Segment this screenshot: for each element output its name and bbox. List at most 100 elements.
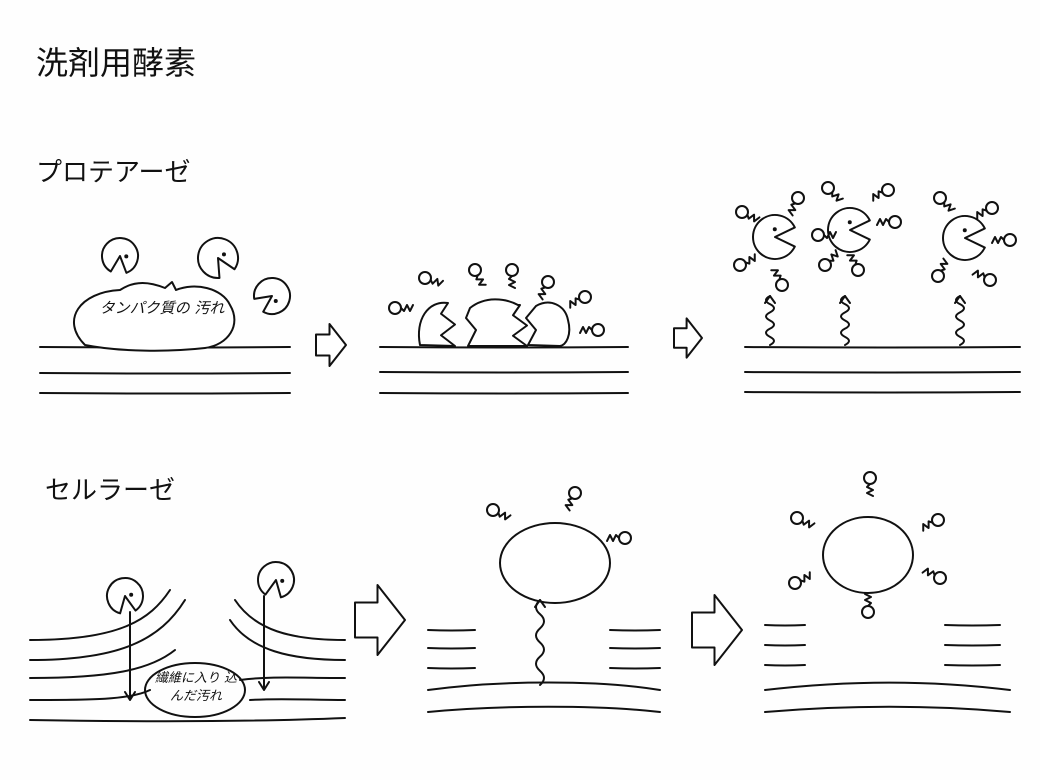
protein-stain-label: タンパク質の 汚れ: [99, 299, 225, 317]
fragment-icon: [733, 258, 747, 272]
fiber-line: [744, 371, 1021, 374]
squiggle-tail: [497, 511, 512, 521]
fragment-icon: [983, 273, 997, 287]
fiber-line: [427, 667, 476, 670]
fiber-line: [29, 717, 346, 723]
fragment-icon: [775, 278, 789, 292]
squiggle-tail: [564, 497, 574, 512]
enzyme-eye-icon: [772, 227, 777, 232]
enzyme-eye-icon: [124, 254, 129, 259]
squiggle-tail: [976, 208, 988, 220]
arrowhead-icon: [764, 295, 776, 304]
enzyme-icon: [752, 214, 796, 260]
squiggle-tail: [606, 534, 620, 542]
enzyme-icon: [106, 577, 144, 615]
fiber-line: [239, 676, 346, 681]
enzyme-eye-icon: [280, 578, 285, 583]
fiber-line: [39, 392, 291, 395]
fragment-icon: [788, 576, 802, 590]
stain-ellipse: [822, 516, 914, 594]
fiber-stain-ellipse: [144, 662, 246, 718]
fragment-icon: [791, 191, 805, 205]
fragment-icon: [933, 191, 947, 205]
wavy-arrow: [535, 599, 545, 686]
squiggle-tail: [921, 567, 936, 577]
squiggle-tail: [876, 218, 890, 226]
fragment-icon: [486, 503, 500, 517]
fragment-icon: [931, 269, 945, 283]
fragment-icon: [418, 271, 432, 285]
fiber-line: [609, 647, 661, 650]
fragment-icon: [505, 263, 519, 277]
enzyme-icon: [257, 561, 295, 599]
next-step-arrow-icon: [691, 594, 743, 666]
cellulase-heading: セルラーゼ: [45, 476, 176, 506]
fragment-icon: [931, 513, 945, 527]
enzyme-eye-icon: [129, 592, 134, 597]
squiggle-tail: [770, 269, 782, 281]
wavy-arrow: [840, 295, 850, 346]
protein-stain-blob: [73, 281, 236, 352]
squiggle-tail: [939, 257, 949, 272]
fragment-icon: [933, 571, 947, 585]
fiber-line: [744, 391, 1021, 394]
squiggle-tail: [823, 231, 837, 239]
fiber-line: [764, 705, 1011, 713]
fragment-icon: [388, 301, 402, 315]
protein-fragment: [465, 298, 528, 347]
fiber-line: [379, 346, 629, 349]
fragment-icon: [811, 228, 825, 242]
squiggle-tail: [801, 519, 816, 529]
enzyme-eye-icon: [221, 252, 226, 257]
enzyme-eye-icon: [962, 228, 967, 233]
fragment-icon: [818, 258, 832, 272]
fragment-icon: [568, 486, 582, 500]
fiber-line: [944, 624, 1001, 627]
fiber-line: [609, 667, 661, 670]
fiber-line: [744, 346, 1021, 349]
squiggle-tail: [579, 326, 593, 334]
fiber-line: [764, 644, 806, 647]
fiber-line: [609, 629, 661, 632]
squiggle-tail: [744, 253, 756, 265]
fiber-line: [379, 371, 629, 374]
fiber-line: [29, 649, 176, 679]
fiber-line: [427, 681, 661, 691]
enzyme-icon: [197, 237, 239, 279]
fiber-line: [764, 664, 806, 667]
squiggle-tail: [831, 191, 844, 202]
fragment-icon: [468, 263, 482, 277]
protein-fragment: [525, 301, 571, 347]
fiber-line: [379, 392, 629, 395]
fragment-icon: [790, 511, 804, 525]
squiggle-tail: [866, 483, 874, 497]
fiber-line: [29, 689, 151, 701]
fiber-line: [29, 599, 186, 661]
fragment-icon: [861, 605, 875, 619]
arrowhead-icon: [839, 295, 851, 304]
squiggle-tail: [429, 277, 445, 287]
fragment-icon: [1003, 233, 1017, 247]
down-arrow-icon: [258, 595, 270, 691]
squiggle-tail: [943, 201, 956, 212]
fragment-icon: [888, 215, 902, 229]
fragment-icon: [881, 183, 895, 197]
fragment-icon: [821, 181, 835, 195]
fiber-line: [249, 698, 346, 701]
squiggle-tail: [828, 249, 839, 262]
protein-fragment: [417, 301, 456, 347]
next-step-arrow-icon: [673, 317, 703, 359]
fiber-line: [764, 681, 1011, 691]
squiggle-tail: [475, 274, 487, 286]
squiggle-tail: [971, 269, 986, 279]
squiggle-tail: [400, 304, 414, 312]
enzyme-eye-icon: [273, 299, 278, 304]
fiber-line: [427, 647, 476, 650]
fiber-line: [234, 599, 346, 641]
fiber-stain-label: 繊維に入り 込んだ汚れ: [154, 671, 238, 704]
fragment-icon: [591, 323, 605, 337]
squiggle-tail: [922, 520, 934, 532]
enzyme-icon: [942, 215, 986, 261]
fragment-icon: [985, 201, 999, 215]
